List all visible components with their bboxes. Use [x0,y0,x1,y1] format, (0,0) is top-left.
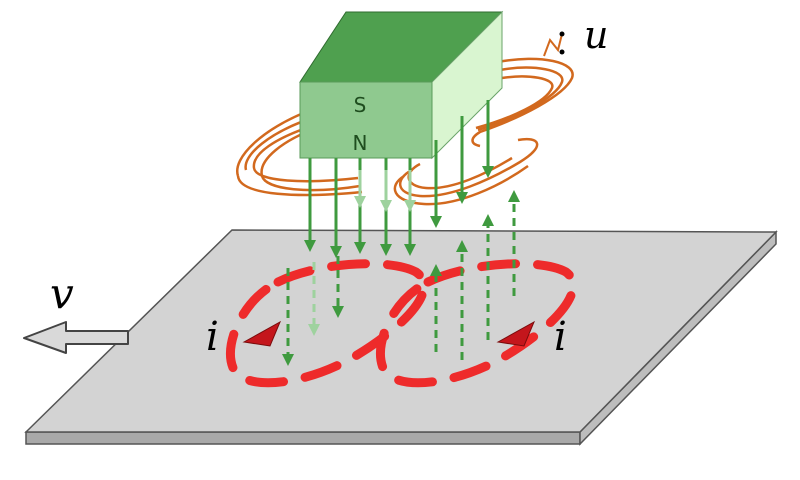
terminal-dot [559,31,565,37]
magnet [299,10,504,160]
coil-lead-wire [543,33,563,57]
eddy-current-loops [226,259,578,388]
current-arrow-right [496,320,536,347]
eddy-loop-left [226,259,429,388]
field-lines-above [304,100,494,258]
terminal-dot [559,49,565,55]
voltage-label: u [584,13,608,57]
velocity-label: v [50,269,74,318]
pole-south-label: S [354,93,367,117]
eddy-loop-right [376,259,578,388]
current-label-right: i [554,314,567,360]
velocity-arrow [23,321,129,354]
current-direction-arrows [242,320,536,347]
metal-plate [24,229,778,446]
current-label-left: i [206,314,219,360]
field-lines-below [282,190,520,366]
current-arrow-left [242,320,282,347]
pole-north-label: N [353,131,368,155]
magnet-front-face [299,81,433,159]
